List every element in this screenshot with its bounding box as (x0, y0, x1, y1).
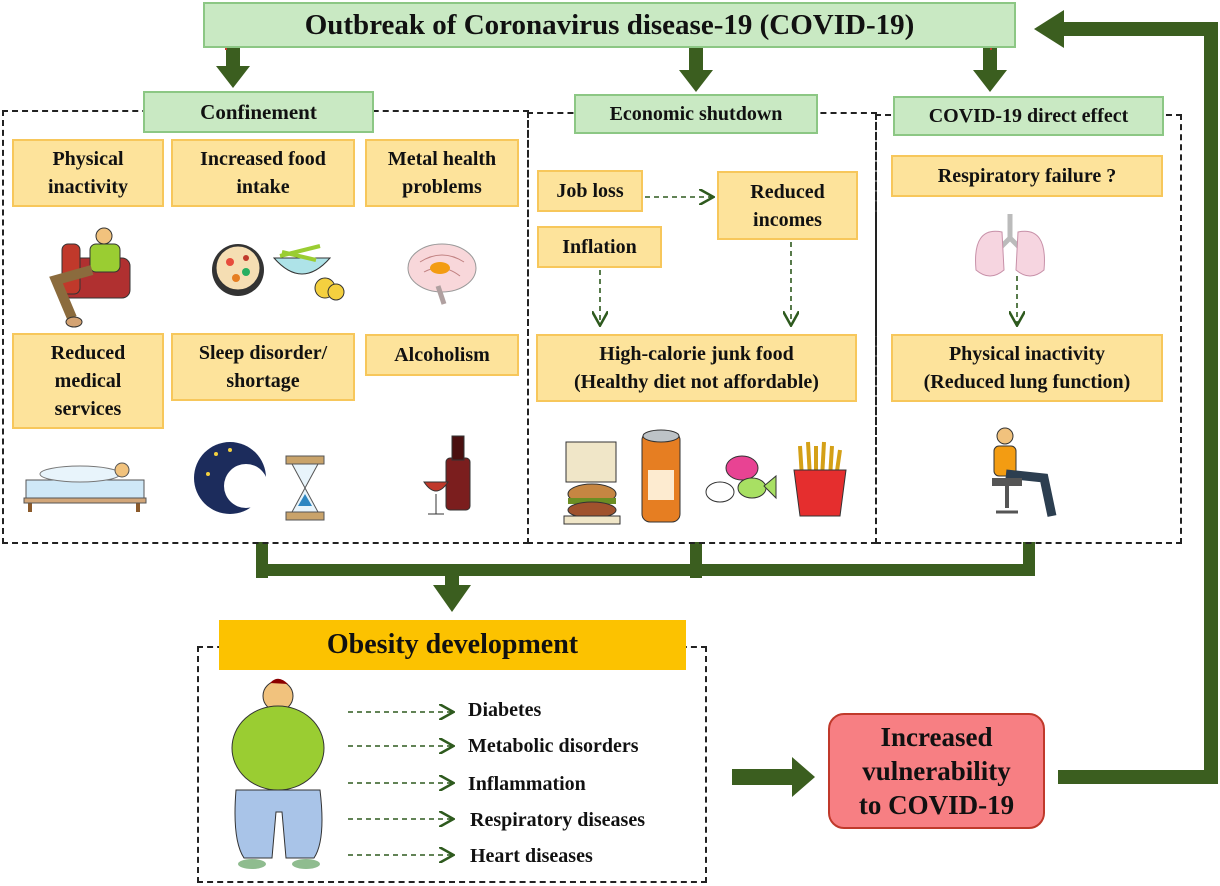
food-intake-box: Increased food intake (171, 139, 355, 207)
arrow-to-direct (973, 48, 1007, 92)
arrow-to-economic (679, 48, 713, 92)
physical-inactivity-box: Physical inactivity (12, 139, 164, 207)
direct-effect-label: COVID-19 direct effect (928, 104, 1129, 127)
inflation-box: Inflation (537, 226, 662, 268)
dashed-arrows (348, 197, 1017, 855)
merge-connector (256, 542, 1035, 612)
burger-icon (563, 441, 621, 525)
obesity-header: Obesity development (219, 620, 686, 670)
feedback-loop-arrow (1034, 10, 1218, 784)
moon-icon (194, 442, 268, 514)
consequence-diabetes: Diabetes (468, 699, 542, 721)
obesity-panel (197, 646, 707, 883)
consequence-heart: Heart diseases (470, 845, 593, 867)
direct-effect-header: COVID-19 direct effect (893, 96, 1164, 136)
confinement-header: Confinement (143, 91, 374, 133)
mental-health-box: Metal health problems (365, 139, 519, 207)
obesity-title: Obesity development (326, 629, 579, 660)
page-title: Outbreak of Coronavirus disease-19 (COVI… (304, 8, 915, 41)
alcoholism-box: Alcoholism (365, 334, 519, 376)
junk-food-box: High-calorie junk food (Healthy diet not… (536, 334, 857, 402)
lung-function-box: Physical inactivity (Reduced lung functi… (891, 334, 1163, 402)
consequence-respiratory: Respiratory diseases (470, 809, 645, 831)
sleep-disorder-box: Sleep disorder/ shortage (171, 333, 355, 401)
armchair-person-icon (49, 227, 131, 328)
candy-icon (705, 455, 777, 503)
obese-person-icon (231, 678, 325, 869)
reduced-incomes-box: Reduced incomes (717, 171, 858, 240)
hourglass-icon (285, 455, 325, 521)
lungs-icon (975, 214, 1045, 277)
seated-person-icon (992, 427, 1057, 517)
consequence-inflammation: Inflammation (468, 773, 586, 795)
arrow-to-confinement (216, 48, 250, 88)
arrow-to-vulnerability (732, 757, 815, 797)
food-bowls-icon (212, 244, 345, 301)
confinement-label: Confinement (200, 99, 317, 124)
economic-label: Economic shutdown (609, 102, 783, 125)
medical-services-box: Reduced medical services (12, 333, 164, 429)
job-loss-box: Job loss (537, 170, 643, 212)
title-box: Outbreak of Coronavirus disease-19 (COVI… (203, 2, 1016, 48)
respiratory-failure-box: Respiratory failure ? (891, 155, 1163, 197)
soda-can-icon (641, 429, 681, 523)
vulnerability-box: Increased vulnerability to COVID-19 (828, 713, 1045, 829)
fries-icon (793, 441, 847, 517)
consequence-metabolic: Metabolic disorders (468, 735, 639, 757)
brain-icon (407, 243, 477, 305)
bed-patient-icon (23, 462, 147, 512)
wine-icon (423, 435, 471, 515)
economic-header: Economic shutdown (574, 94, 818, 134)
